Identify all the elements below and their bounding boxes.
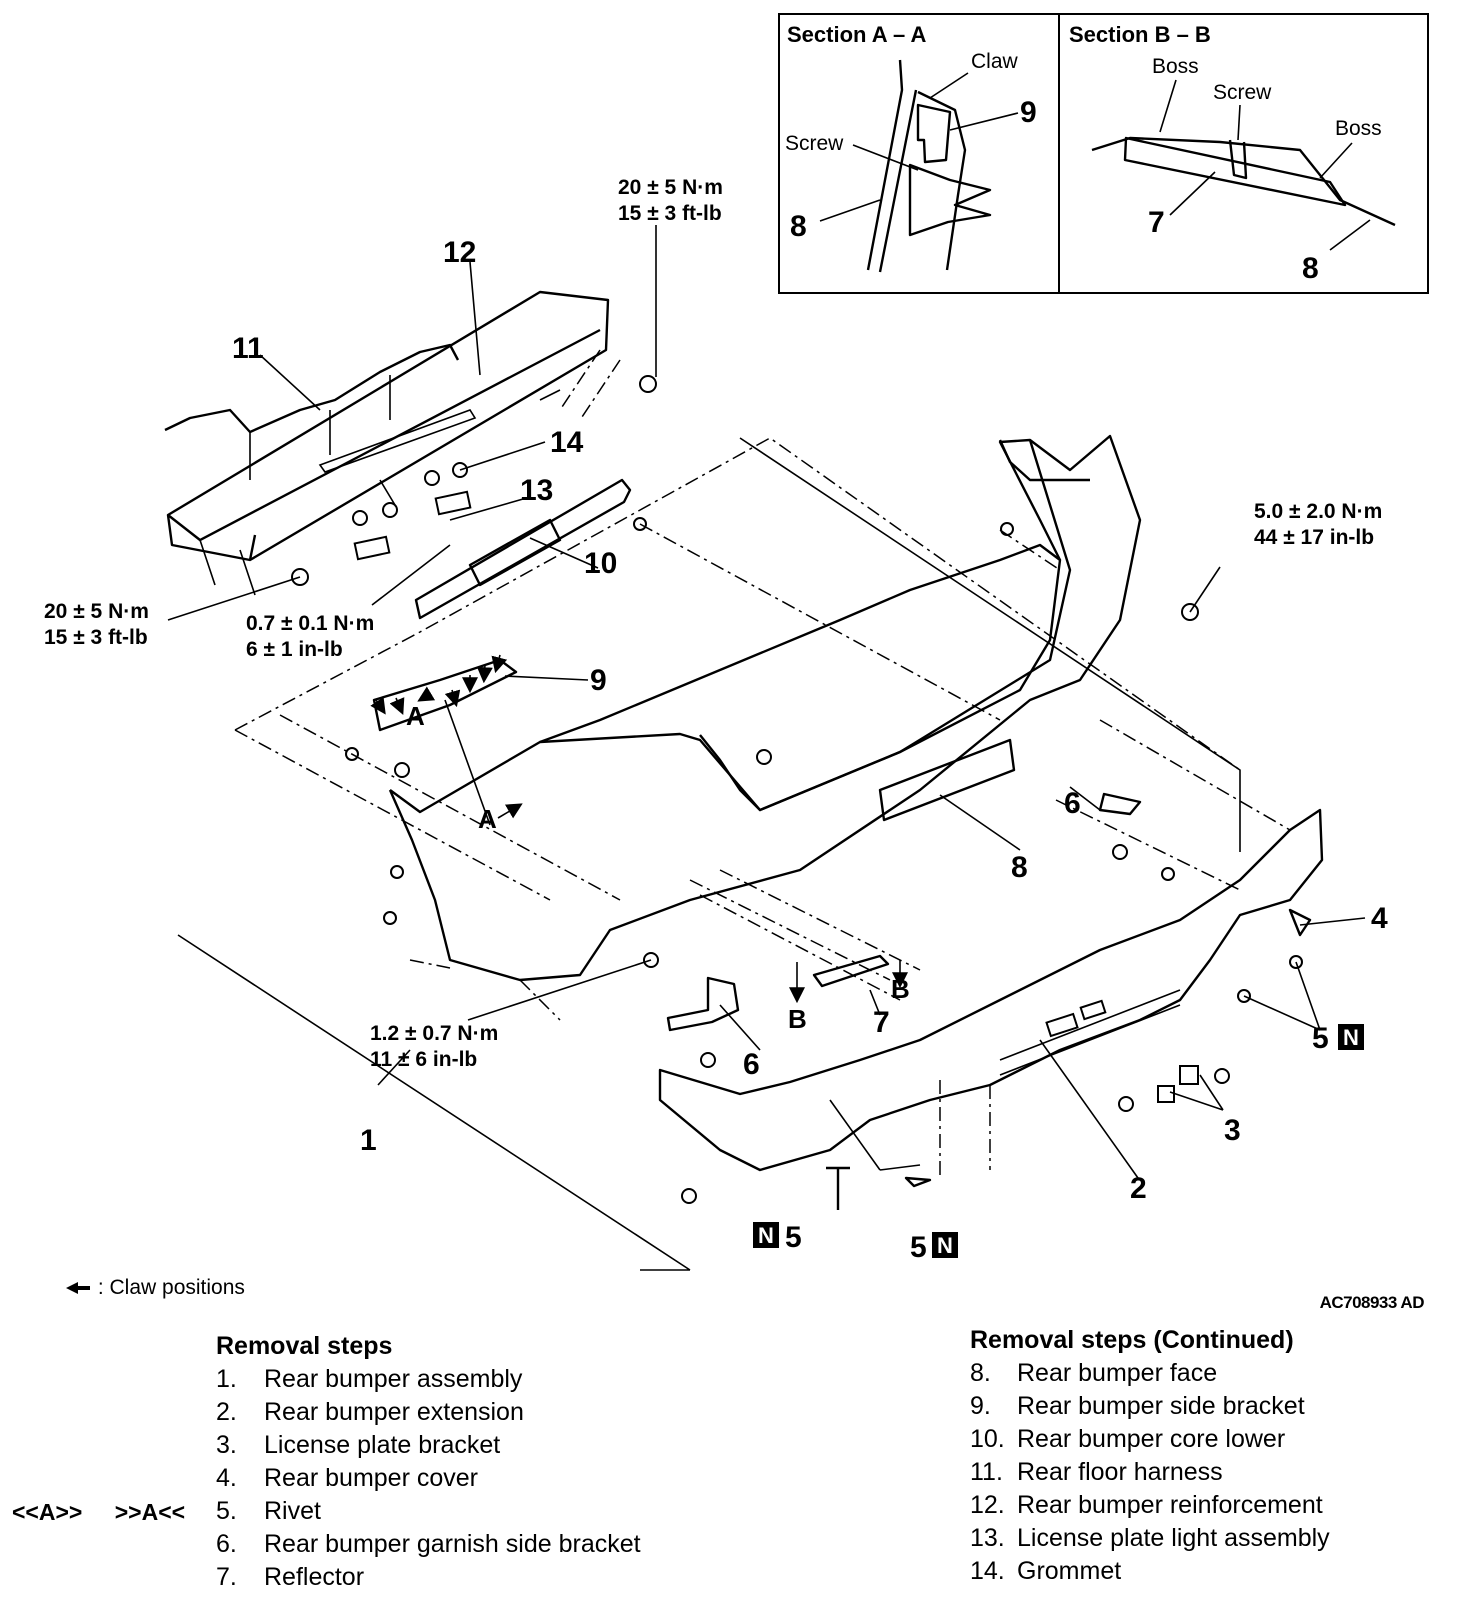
rear-bumper-garnish-side-bracket (666, 792, 1142, 1032)
torque-4-inlb: 44 ± 17 in-lb (1254, 526, 1374, 549)
fasteners (291, 375, 1312, 1210)
torque-1-nm: 20 ± 5 N·m (618, 176, 723, 199)
claw-arrow-icon (66, 1282, 90, 1295)
list-item: 13.License plate light assembly (970, 1524, 1330, 1552)
removal-steps-continued-list: Removal steps (Continued) 8.Rear bumper … (970, 1324, 1330, 1588)
callout-4: 4 (1371, 902, 1388, 935)
boss-label-right: Boss (1335, 117, 1382, 140)
list-item: 1.Rear bumper assembly (216, 1365, 523, 1393)
torque-5-nm: 1.2 ± 0.7 N·m (370, 1022, 498, 1045)
figure-code: AC708933 AD (1319, 1293, 1425, 1312)
list-item: 5.Rivet (216, 1497, 321, 1525)
screw-label-bb: Screw (1213, 81, 1272, 104)
callout-6-right: 6 (1064, 787, 1081, 820)
torque-spec-1: 20 ± 5 N·m 15 ± 3 ft-lb (618, 176, 723, 225)
leader-lines (167, 225, 1366, 1179)
section-mark-b-left: B (788, 1004, 807, 1034)
svg-text:N: N (758, 1223, 774, 1248)
n-mark-right: N (1338, 1024, 1364, 1050)
torque-spec-3: 0.7 ± 0.1 N·m 6 ± 1 in-lb (246, 612, 374, 661)
callout-8: 8 (1011, 851, 1028, 884)
list-item: 10.Rear bumper core lower (970, 1425, 1286, 1453)
claw-label: Claw (971, 50, 1019, 73)
callout-5-right: 5 (1312, 1022, 1329, 1055)
list-item: 2.Rear bumper extension (216, 1398, 524, 1426)
callout-2: 2 (1130, 1172, 1147, 1205)
list-item: 3.License plate bracket (216, 1431, 501, 1459)
section-aa-callout-8: 8 (790, 210, 807, 243)
section-bb-box: Section B – B Boss Screw Boss 7 8 (1058, 13, 1429, 294)
exploded-view-diagram: Section A – A Claw Screw 9 8 Section B –… (44, 13, 1429, 1271)
callout-10: 10 (584, 547, 617, 580)
section-aa-box: Section A – A Claw Screw 9 8 (778, 13, 1060, 294)
section-bb-callout-7: 7 (1148, 206, 1165, 239)
torque-1-ftlb: 15 ± 3 ft-lb (618, 202, 722, 225)
section-mark-a-upper: A (406, 701, 425, 731)
list-item: 9.Rear bumper side bracket (970, 1392, 1305, 1420)
claw-positions-legend: : Claw positions (66, 1276, 245, 1300)
list-item: 8.Rear bumper face (970, 1359, 1218, 1387)
screw-label-aa: Screw (785, 132, 844, 155)
legend-text: : Claw positions (97, 1276, 245, 1299)
callout-3: 3 (1224, 1114, 1241, 1147)
removal-steps-list: Removal steps 1.Rear bumper assembly 2.R… (216, 1330, 641, 1594)
callout-14: 14 (550, 426, 584, 459)
list-item: 7.Reflector (216, 1563, 365, 1591)
list-item: 14.Grommet (970, 1557, 1122, 1585)
torque-3-inlb: 6 ± 1 in-lb (246, 638, 343, 661)
svg-text:N: N (937, 1233, 953, 1258)
callout-7: 7 (873, 1006, 890, 1039)
torque-spec-4: 5.0 ± 2.0 N·m 44 ± 17 in-lb (1254, 500, 1382, 549)
torque-4-nm: 5.0 ± 2.0 N·m (1254, 500, 1382, 523)
list-item: 11.Rear floor harness (970, 1458, 1223, 1486)
rear-bumper-extension (658, 808, 1324, 1172)
torque-2-ftlb: 15 ± 3 ft-lb (44, 626, 148, 649)
torque-spec-2: 20 ± 5 N·m 15 ± 3 ft-lb (44, 600, 149, 649)
rear-floor-harness (164, 343, 460, 480)
callout-5-bottom-left: 5 (785, 1221, 802, 1254)
torque-3-nm: 0.7 ± 0.1 N·m (246, 612, 374, 635)
removal-procedure-mark: <<A>> (12, 1499, 83, 1525)
list-item: 6.Rear bumper garnish side bracket (216, 1530, 641, 1558)
rear-bumper-core-lower (414, 478, 632, 620)
removal-steps-continued-title: Removal steps (Continued) (970, 1326, 1294, 1354)
section-mark-b-right: B (891, 974, 910, 1004)
callout-6-left: 6 (743, 1048, 760, 1081)
boss-label-left: Boss (1152, 55, 1199, 78)
torque-5-inlb: 11 ± 6 in-lb (370, 1048, 477, 1071)
license-plate-bracket (1157, 1065, 1199, 1103)
list-item: 12.Rear bumper reinforcement (970, 1491, 1323, 1519)
callout-5-bottom-right: 5 (910, 1231, 927, 1264)
rear-bumper-side-bracket (372, 658, 518, 732)
section-mark-a-lower: A (478, 804, 497, 834)
n-mark-bottom-left: N (753, 1222, 779, 1248)
section-aa-title: Section A – A (787, 22, 926, 47)
reflector (812, 954, 890, 988)
rear-bumper-cover (388, 434, 1142, 982)
claw-position-arrows (370, 654, 908, 1004)
section-bb-title: Section B – B (1069, 22, 1211, 47)
callout-12: 12 (443, 236, 476, 269)
rear-bumper-face (539, 543, 1062, 822)
callout-11: 11 (232, 332, 264, 365)
section-bb-callout-8: 8 (1302, 252, 1319, 285)
torque-2-nm: 20 ± 5 N·m (44, 600, 149, 623)
torque-spec-5: 1.2 ± 0.7 N·m 11 ± 6 in-lb (370, 1022, 498, 1071)
assembly-guide-lines (177, 349, 1291, 1271)
license-plate-light-assembly (352, 462, 472, 561)
callout-9: 9 (590, 664, 607, 697)
rear-bumper-reinforcement (166, 290, 610, 596)
svg-text:N: N (1343, 1025, 1359, 1050)
removal-steps-title: Removal steps (216, 1332, 393, 1360)
list-item: 4.Rear bumper cover (216, 1464, 478, 1492)
callout-1: 1 (360, 1124, 377, 1157)
callout-13: 13 (520, 474, 553, 507)
procedure-marks: <<A>> >>A<< (12, 1499, 211, 1526)
n-mark-bottom-right: N (932, 1232, 958, 1258)
section-aa-callout-9: 9 (1020, 96, 1037, 129)
installation-procedure-mark: >>A<< (114, 1499, 186, 1525)
